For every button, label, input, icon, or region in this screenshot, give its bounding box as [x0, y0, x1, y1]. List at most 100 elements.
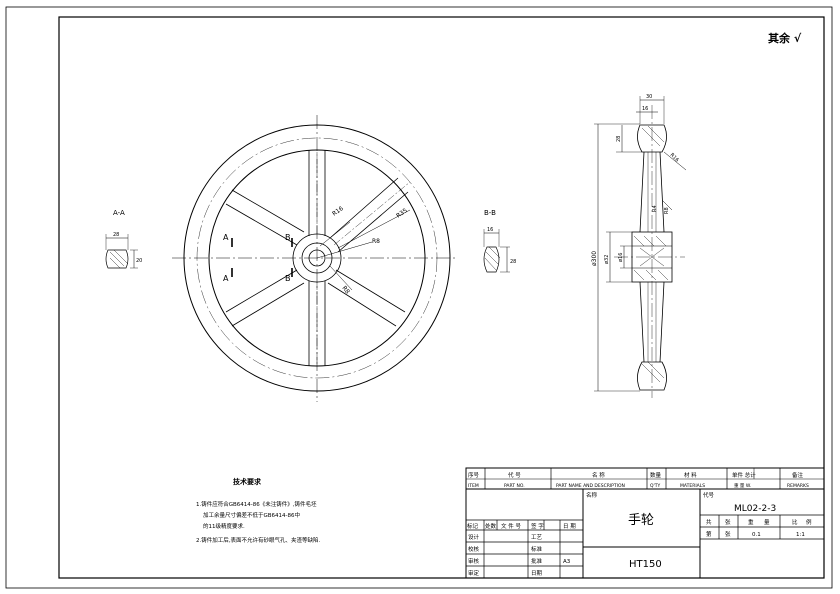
side-view	[594, 96, 687, 398]
rim-bottom-section	[637, 361, 667, 391]
name-label: 名称	[586, 491, 598, 499]
drawing-number: ML02-2-3	[734, 504, 776, 514]
dim-r35: R35	[395, 207, 409, 220]
section-bb-title: B-B	[484, 209, 496, 217]
rev-col-mark: 标记	[467, 522, 479, 530]
stage-scale-value: 1:1	[796, 532, 805, 538]
section-aa-dim-w: 28	[113, 232, 119, 238]
col-material-en: MATERIALS	[680, 483, 705, 489]
col-remarks-en: REMARKS	[787, 483, 809, 489]
sign-ratify: 批准	[531, 557, 543, 565]
side-dim-diameter: ø300	[591, 251, 598, 266]
col-partno-en: PART NO.	[504, 483, 525, 489]
rev-col-count: 处数	[485, 522, 497, 530]
stage-scale-1: 比	[792, 518, 798, 526]
col-item-en: ITEM	[468, 483, 479, 489]
tech-req-line-2: 加工余量尺寸偏差不低于GB6414-86中	[203, 511, 300, 519]
rim-top-section	[637, 124, 667, 153]
col-qty-en: Q'TY	[650, 483, 661, 489]
col-partno-cn: 代 号	[508, 471, 521, 479]
section-aa-title: A-A	[113, 209, 125, 217]
hub-side	[631, 231, 673, 283]
dim-r16: R16	[331, 205, 345, 218]
sign-check: 校核	[468, 545, 480, 553]
rim-outer	[183, 124, 451, 392]
leader-r16	[319, 221, 351, 247]
sign-review: 审核	[468, 557, 480, 565]
stage-weight-value: 0.1	[752, 532, 761, 538]
rim-center-circle	[196, 137, 438, 379]
col-item-cn: 序号	[468, 471, 480, 479]
col-remarks-cn: 备注	[792, 471, 804, 479]
label-a-lower: A	[223, 274, 229, 283]
sign-process: 工艺	[531, 534, 543, 541]
side-dim-width: 30	[646, 94, 652, 100]
col-material-cn: 材 料	[684, 471, 697, 479]
section-bb-dim-w: 16	[487, 227, 493, 233]
side-dim-r16: R16	[669, 152, 680, 163]
section-bb	[483, 229, 510, 273]
col-weight-en: 重 量 W.	[734, 482, 751, 489]
spoke-lower-left	[225, 269, 305, 327]
col-weight-cn: 单件 总计	[732, 471, 756, 479]
dim-r8: R8	[372, 238, 380, 245]
side-dim-bore: ø16	[618, 253, 624, 262]
section-bb-dim-h: 28	[510, 259, 516, 265]
section-bb-shape	[483, 246, 500, 273]
side-dim-hub: ø32	[604, 255, 610, 264]
spoke-side	[639, 151, 665, 363]
spoke-lower-right	[327, 269, 406, 327]
sign-standard: 标准	[531, 545, 543, 553]
roughness-note: 其余 √	[768, 31, 802, 45]
hub-inner	[301, 242, 333, 274]
rev-col-docno: 文 件 号	[501, 522, 521, 530]
inner-border	[58, 16, 825, 579]
spoke-up	[308, 150, 326, 236]
hub-bore	[308, 249, 326, 267]
title-block	[465, 488, 825, 579]
spoke-down	[308, 281, 326, 366]
section-aa-shape	[105, 249, 129, 269]
label-a-upper: A	[223, 233, 229, 242]
col-name-en: PART NAME AND DESCRIPTION	[556, 483, 625, 489]
leader-dim	[329, 265, 353, 291]
label-b-lower: B	[285, 274, 291, 283]
rim-inner	[208, 149, 426, 367]
side-dim-thick: 16	[642, 106, 648, 112]
stage-sheet-unit: 张	[725, 530, 731, 538]
col-qty-cn: 数量	[650, 471, 662, 479]
side-dim-rim: 28	[616, 136, 622, 142]
stage-sheet-no: 第	[706, 530, 712, 538]
sign-date: 日期	[531, 570, 543, 577]
stage-sheets: 张	[725, 518, 731, 526]
hub-hatch	[633, 235, 669, 281]
stage-total: 共	[706, 518, 712, 526]
rev-col-sign: 签 字	[531, 522, 544, 530]
rim-hatch	[641, 125, 665, 383]
spoke-upper-left	[225, 189, 305, 246]
rev-col-date: 日 期	[563, 523, 576, 530]
section-aa	[105, 234, 138, 269]
part-name: 手轮	[628, 513, 654, 528]
tech-req-line-4: 2.铸件加工后,表面不允许有砂眼气孔、夹渣等缺陷.	[196, 536, 320, 544]
leader-r8	[316, 241, 373, 259]
stage-weight-2: 量	[764, 519, 770, 526]
tech-req-title: 技术要求	[233, 477, 262, 486]
col-name-cn: 名 称	[592, 471, 605, 479]
material-name: HT150	[629, 559, 662, 570]
outer-border	[5, 6, 833, 589]
stage-scale-2: 例	[806, 518, 812, 526]
section-aa-dim-h: 20	[136, 258, 142, 264]
sign-design: 设计	[468, 533, 480, 541]
tech-req-line-3: 的11级精度要求.	[203, 522, 245, 530]
side-dim-r4: R4	[652, 205, 658, 212]
sign-approve: 审定	[468, 569, 480, 577]
dim-hub: R8	[340, 285, 351, 296]
label-b-upper: B	[285, 233, 291, 242]
code-label: 代号	[703, 491, 715, 499]
front-view	[172, 115, 458, 402]
side-dim-r8: R8	[664, 207, 670, 214]
stage-weight-1: 重	[748, 518, 754, 526]
sheet-size: A3	[563, 559, 571, 565]
